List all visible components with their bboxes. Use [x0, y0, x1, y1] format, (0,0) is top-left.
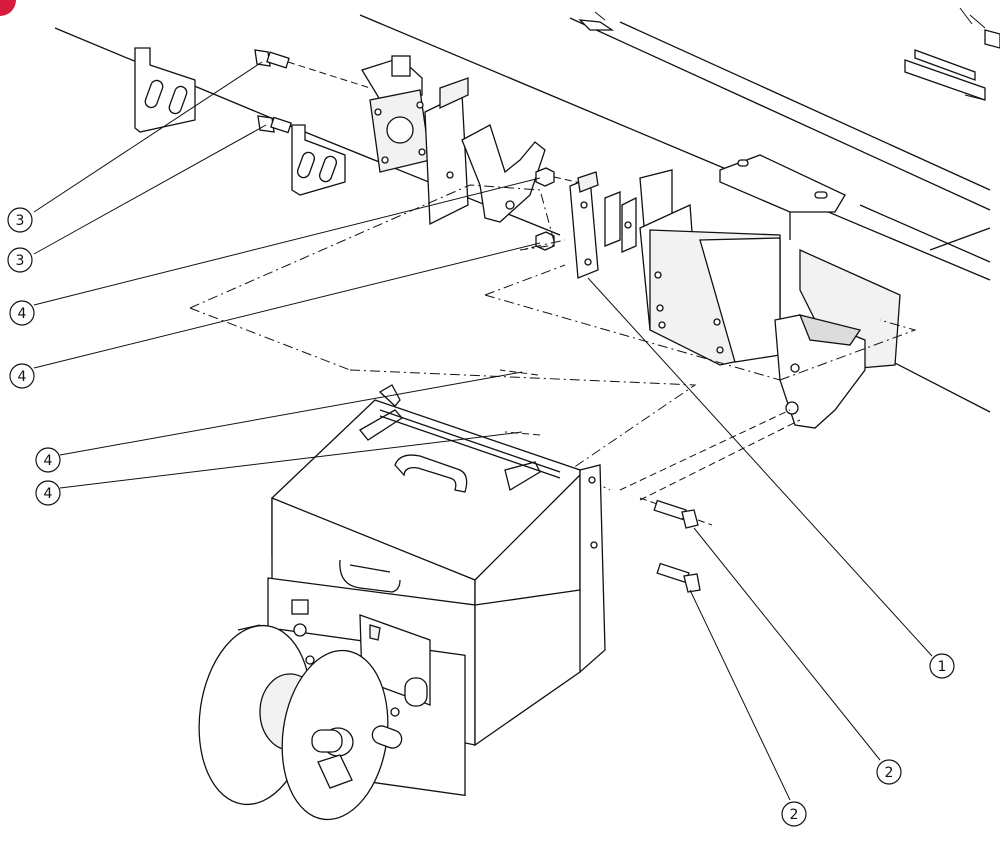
vertical-plate — [424, 77, 469, 226]
callout-4d-label: 4 — [44, 486, 53, 502]
callout-2b-label: 2 — [790, 807, 799, 823]
callout-2a-label: 2 — [885, 765, 894, 781]
bolt-2b — [656, 562, 701, 593]
callout-3a-label: 3 — [16, 213, 25, 229]
callout-2a: 2 — [876, 759, 902, 785]
callout-4b-label: 4 — [18, 369, 27, 385]
callout-1: 1 — [929, 653, 955, 679]
callout-4d: 4 — [35, 480, 61, 506]
callout-4a: 4 — [9, 300, 35, 326]
callout-1-label: 1 — [938, 659, 947, 675]
callout-3a: 3 — [7, 207, 33, 233]
y-bracket-right — [774, 248, 901, 429]
callout-4a-label: 4 — [18, 306, 27, 322]
left-bracket — [134, 47, 196, 133]
callout-2b: 2 — [781, 801, 807, 827]
corner-badge — [0, 0, 16, 16]
top-flat-bracket — [719, 154, 846, 240]
callout-4c-label: 4 — [44, 453, 53, 469]
u-channel — [639, 169, 781, 366]
bolt-3b — [257, 115, 292, 134]
callout-4b: 4 — [9, 363, 35, 389]
callout-4c: 4 — [35, 447, 61, 473]
assembly-guide-lines — [189, 184, 917, 501]
right-bracket — [291, 124, 346, 196]
callout-3b-label: 3 — [16, 253, 25, 269]
top-right-partial-parts — [578, 7, 1000, 101]
bolt-3a — [254, 49, 290, 69]
vertical-bar — [569, 171, 599, 279]
spacer-plates — [604, 191, 637, 253]
leader-lines — [33, 61, 933, 801]
mount-plate — [361, 55, 431, 173]
hose-reel — [198, 624, 403, 821]
nut-4a — [535, 167, 555, 187]
callout-3b: 3 — [7, 247, 33, 273]
bolt-2a — [653, 499, 699, 529]
y-bracket-left — [461, 124, 546, 223]
